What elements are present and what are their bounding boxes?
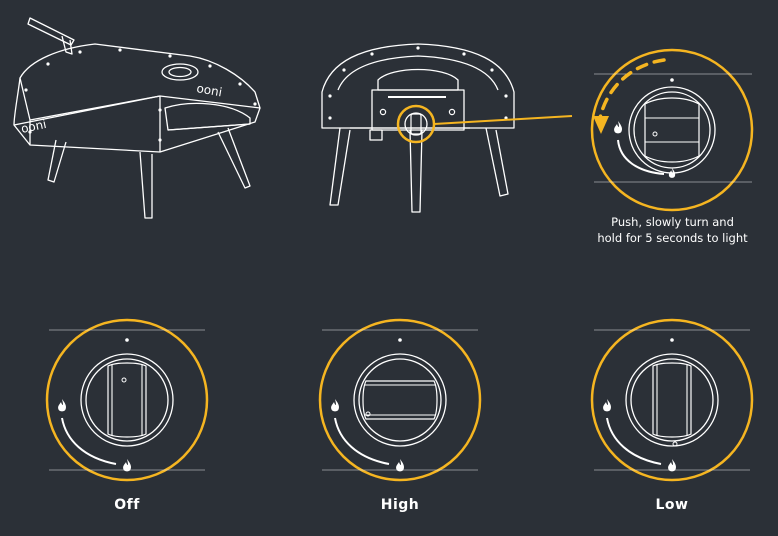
dial-label-high: High	[380, 497, 420, 513]
ignition-instruction: Push, slowly turn and hold for 5 seconds…	[585, 214, 760, 246]
oven-logo-side: ooni	[20, 117, 48, 136]
rotation-arrow-icon	[593, 58, 666, 134]
dial-off	[45, 318, 209, 482]
instruction-line-1: Push, slowly turn and	[611, 215, 734, 229]
oven-logo-top: ooni	[195, 81, 223, 99]
dial-label-off: Off	[114, 497, 140, 513]
instruction-dial	[590, 48, 754, 212]
dial-label-low: Low	[655, 497, 689, 513]
instruction-line-2: hold for 5 seconds to light	[597, 231, 748, 245]
front-control-knob-highlight	[396, 104, 436, 144]
oven-front-illustration	[321, 43, 515, 213]
oven-perspective-illustration	[13, 17, 261, 219]
dial-high	[318, 318, 482, 482]
dial-low	[590, 318, 754, 482]
callout-line	[433, 115, 573, 125]
